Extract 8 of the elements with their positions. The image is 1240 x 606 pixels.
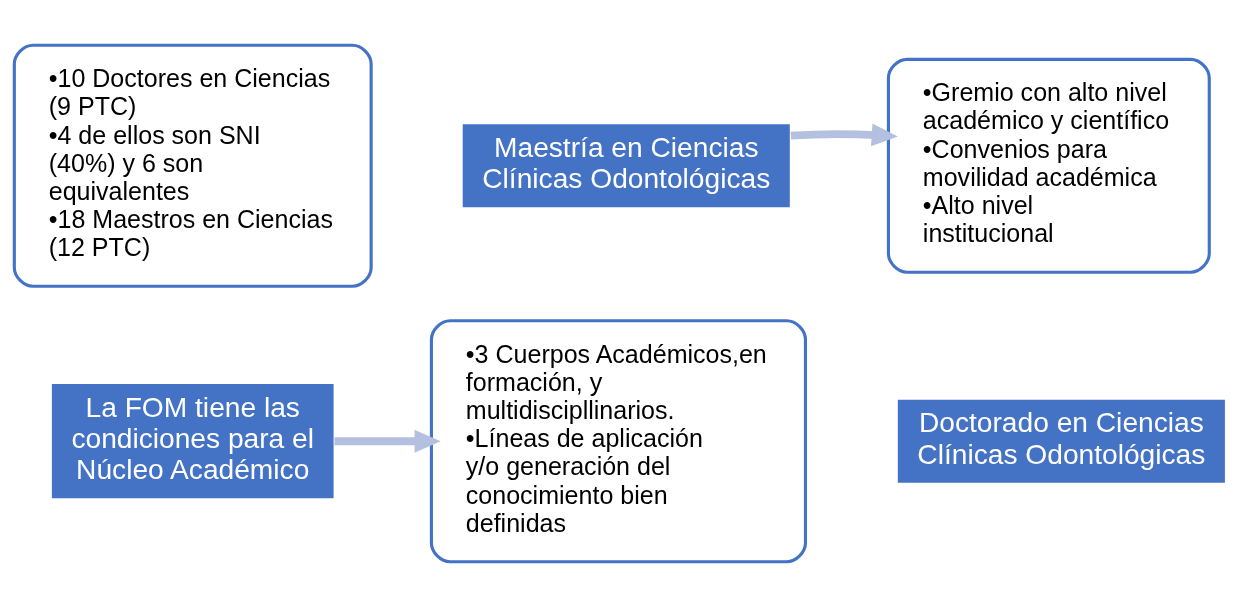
node-box: Doctorado en Ciencias Clínicas Odontológicas bbox=[896, 397, 1227, 484]
node-box: •3 Cuerpos Académicos,en formación, y multidiscipllinarios. •Líneas de aplicación y/o generación del conocimiento bien definidas bbox=[429, 318, 808, 563]
node-box: •10 Doctores en Ciencias (9 PTC) •4 de ellos son SNI (40%) y 6 son equivalentes •18 Maestros en Ciencias (12 PTC) bbox=[12, 43, 373, 288]
arrow bbox=[790, 122, 898, 146]
node-box: Maestría en Ciencias Clínicas Odontológicas bbox=[461, 122, 792, 209]
arrow bbox=[334, 429, 441, 453]
node-box: La FOM tiene las condiciones para el Núcleo Académico bbox=[50, 382, 336, 500]
node-box: •Gremio con alto nivel académico y científico •Convenios para movilidad académica •Alto nivel institucional bbox=[886, 57, 1211, 274]
